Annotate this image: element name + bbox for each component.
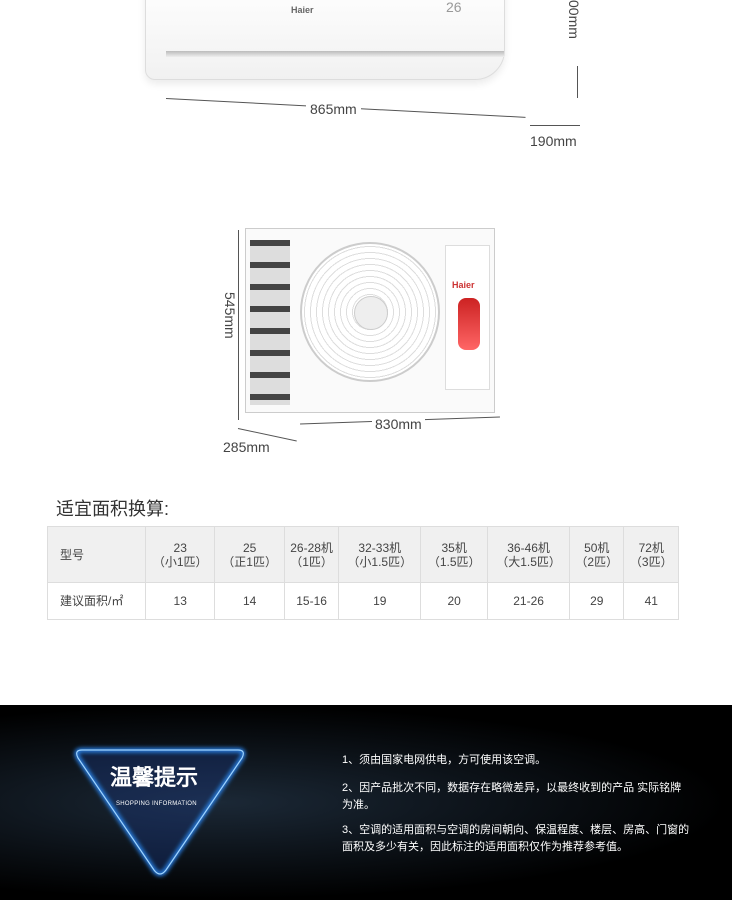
area-cell: 19 <box>338 582 422 620</box>
glow-triangle-icon <box>74 748 246 876</box>
area-cell: 15-16 <box>283 582 340 620</box>
model-capacity: （3匹） <box>629 554 673 569</box>
indoor-unit-image: Haier 26 <box>145 0 505 80</box>
model-capacity: （正1匹） <box>222 554 277 569</box>
model-capacity: （小1匹） <box>152 554 208 569</box>
model-number: 32-33机 <box>358 540 402 555</box>
outdoor-brand-logo: Haier <box>452 280 475 290</box>
tip-item: 2、因产品批次不同，数据存在略微差异，以最终收到的产品 实际铭牌为准。 <box>342 782 682 811</box>
model-number: 36-46机 <box>507 540 550 555</box>
model-cell: 50机（2匹） <box>569 526 625 583</box>
tips-subtitle: SHOPPING INFORMATION <box>116 801 197 807</box>
indoor-brand-logo: Haier <box>291 5 314 15</box>
indoor-height-dim: 00mm <box>566 0 582 39</box>
model-cell: 26-28机（1匹） <box>283 526 340 583</box>
model-cell: 25（正1匹） <box>214 526 285 583</box>
model-capacity: （1.5匹） <box>427 554 481 569</box>
outdoor-width-dim: 830mm <box>372 416 425 432</box>
model-capacity: （大1.5匹） <box>496 554 561 569</box>
model-number: 35机 <box>441 540 467 555</box>
outdoor-grill <box>250 240 290 405</box>
outdoor-depth-dim: 285mm <box>223 439 270 455</box>
tip-item: 3、空调的适用面积与空调的房间朝向、保温程度、楼层、房高、门窗的面积及多少有关，… <box>342 824 690 853</box>
tips-title: 温馨提示 <box>110 765 199 790</box>
area-cell: 41 <box>623 582 679 620</box>
tip-item: 1、须由国家电网供电，方可使用该空调。 <box>342 754 547 766</box>
model-cell: 32-33机（小1.5匹） <box>338 526 422 583</box>
fan-icon <box>300 242 440 382</box>
indoor-width-dim: 865mm <box>306 101 361 117</box>
model-cell: 72机（3匹） <box>623 526 679 583</box>
model-capacity: （小1.5匹） <box>347 554 413 569</box>
model-capacity: （1匹） <box>290 554 333 569</box>
model-number: 50机 <box>584 540 610 555</box>
indoor-display: 26 <box>446 0 462 15</box>
model-number: 26-28机 <box>290 540 333 555</box>
model-number: 72机 <box>638 540 664 555</box>
area-cell: 21-26 <box>487 582 571 620</box>
area-cell: 14 <box>214 582 285 620</box>
mascot-image <box>458 298 480 350</box>
area-cell: 29 <box>569 582 625 620</box>
indoor-depth-dim: 190mm <box>530 133 577 149</box>
outdoor-height-dim: 545mm <box>222 292 238 339</box>
model-number: 25 <box>242 540 257 555</box>
area-table-title: 适宜面积换算: <box>56 499 170 519</box>
model-cell: 36-46机（大1.5匹） <box>487 526 571 583</box>
row-label-area: 建议面积/㎡ <box>47 582 146 620</box>
area-cell: 20 <box>420 582 489 620</box>
model-cell: 35机（1.5匹） <box>420 526 489 583</box>
outdoor-side-panel: Haier <box>445 245 490 390</box>
model-capacity: （2匹） <box>575 554 619 569</box>
model-number: 23 <box>173 540 187 555</box>
area-cell: 13 <box>144 582 216 620</box>
model-cell: 23（小1匹） <box>144 526 216 583</box>
row-label-model: 型号 <box>47 526 146 583</box>
